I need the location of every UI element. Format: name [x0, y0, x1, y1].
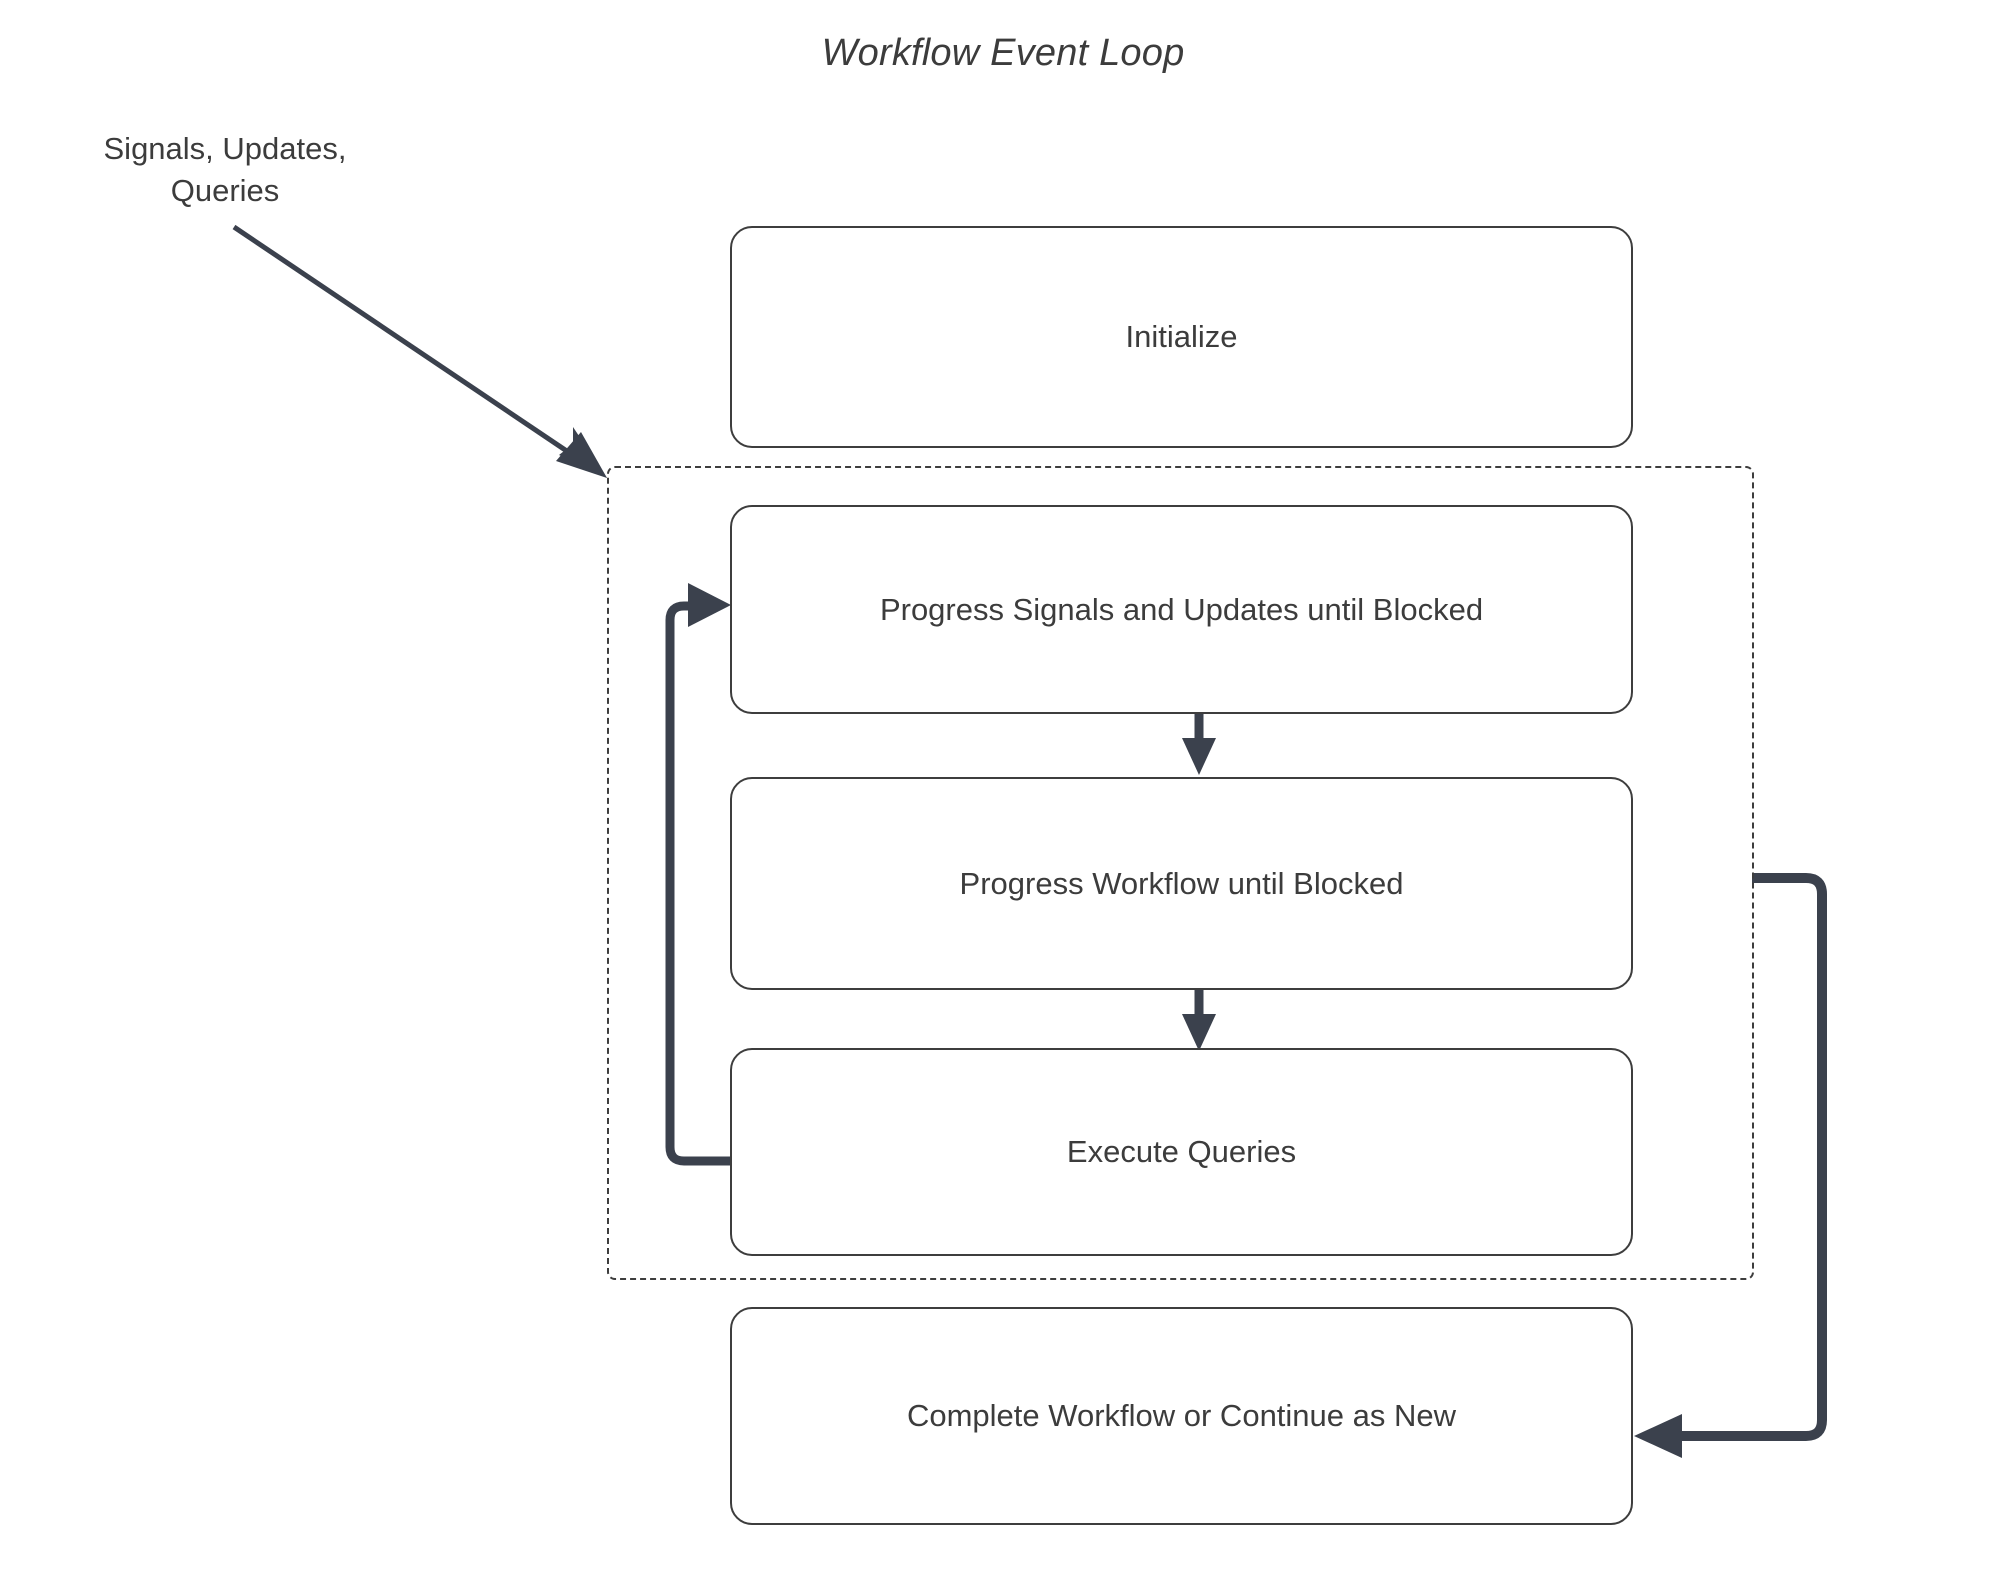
node-initialize-label: Initialize [1125, 319, 1238, 354]
node-progress-workflow[interactable]: Progress Workflow until Blocked [730, 777, 1633, 990]
node-execute-queries[interactable]: Execute Queries [730, 1048, 1633, 1256]
node-progress-signals[interactable]: Progress Signals and Updates until Block… [730, 505, 1633, 714]
node-progress-signals-label: Progress Signals and Updates until Block… [879, 591, 1484, 627]
node-initialize[interactable]: Initialize [730, 226, 1633, 448]
node-progress-workflow-label: Progress Workflow until Blocked [959, 865, 1404, 901]
node-complete-workflow-label: Complete Workflow or Continue as New [906, 1398, 1457, 1433]
node-complete-workflow[interactable]: Complete Workflow or Continue as New [730, 1307, 1633, 1525]
event-loop-container [607, 466, 1754, 1280]
page-title: Workflow Event Loop [821, 32, 1185, 74]
node-execute-queries-label: Execute Queries [1066, 1134, 1297, 1169]
signals-updates-queries-label: Signals, Updates, Queries [103, 131, 347, 208]
signals-to-loop-arrow [232, 224, 607, 478]
